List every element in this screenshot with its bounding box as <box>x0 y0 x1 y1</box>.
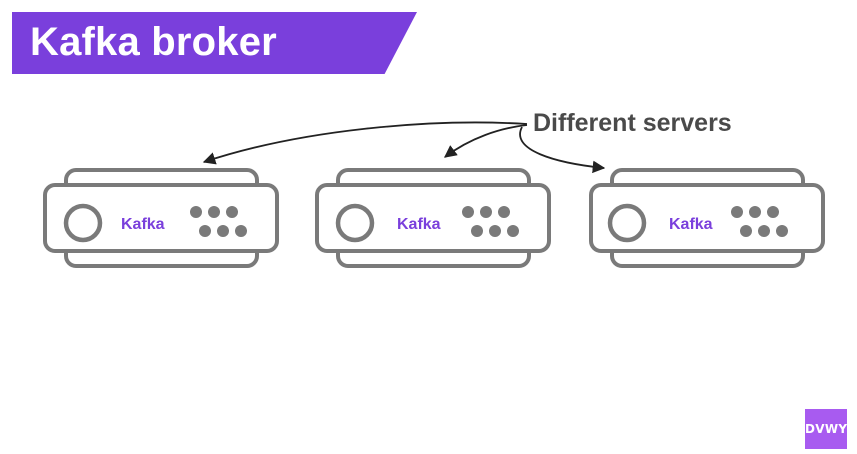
server-2: Kafka <box>315 168 551 268</box>
arrow-to-server-3 <box>519 126 606 174</box>
server-label: Kafka <box>397 216 441 233</box>
indicator-lights-icon <box>190 206 247 237</box>
indicator-lights-icon <box>462 206 519 237</box>
watermark-logo: DVWY <box>805 409 847 449</box>
arrow-to-server-2 <box>443 124 528 158</box>
title-banner <box>12 12 417 74</box>
power-button-icon <box>335 203 375 243</box>
page-title: Kafka broker <box>30 20 277 64</box>
power-button-icon <box>607 203 647 243</box>
indicator-lights-icon <box>731 206 788 237</box>
server-3: Kafka <box>589 168 825 268</box>
arrow-to-server-1 <box>202 121 528 165</box>
server-1: Kafka <box>43 168 279 268</box>
callout-label: Different servers <box>533 109 732 137</box>
server-label: Kafka <box>121 216 165 233</box>
server-label: Kafka <box>669 216 713 233</box>
power-button-icon <box>63 203 103 243</box>
